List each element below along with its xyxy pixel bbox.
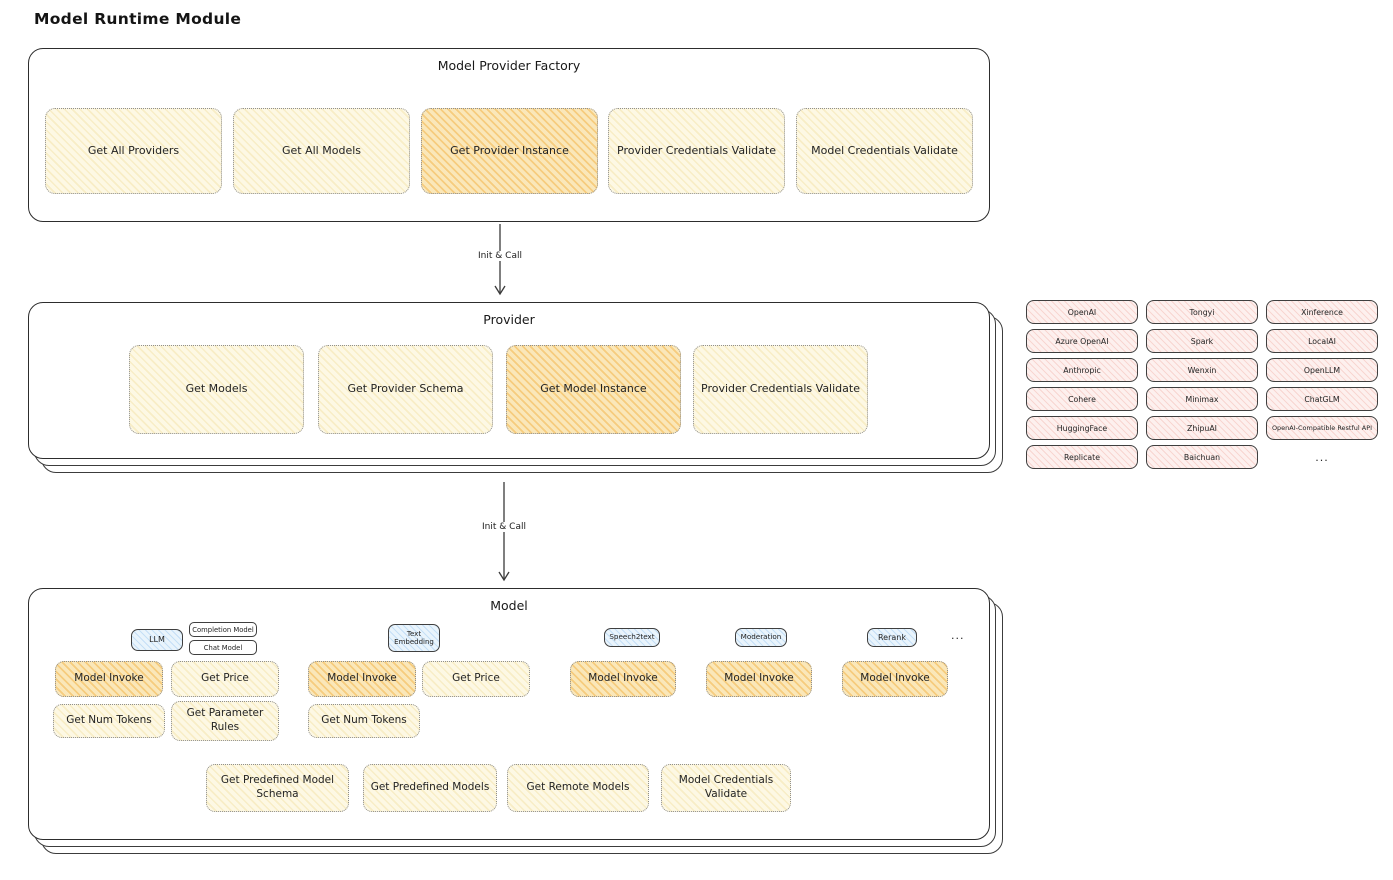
arrow-down-icon — [498, 482, 510, 582]
get-remote-models-button: Get Remote Models — [507, 764, 649, 812]
provider-chip: Azure OpenAI — [1026, 329, 1138, 353]
get-predefined-model-schema-button: Get Predefined Model Schema — [206, 764, 349, 812]
text-embedding-tag: Text Embedding — [388, 624, 440, 652]
get-all-providers-button: Get All Providers — [45, 108, 222, 194]
factory-box: Model Provider Factory Get All Providers… — [28, 48, 990, 222]
provider-chip: Tongyi — [1146, 300, 1258, 324]
provider-chip: Wenxin — [1146, 358, 1258, 382]
provider-chip: OpenLLM — [1266, 358, 1378, 382]
model-tags-ellipsis: ... — [951, 629, 965, 642]
llm-model-invoke-button: Model Invoke — [55, 661, 163, 697]
provider-chip: ChatGLM — [1266, 387, 1378, 411]
provider-list: OpenAI Tongyi Xinference Azure OpenAI Sp… — [1026, 300, 1378, 469]
completion-model-tag: Completion Model — [189, 622, 257, 637]
llm-tag: LLM — [131, 629, 183, 651]
get-models-button: Get Models — [129, 345, 304, 434]
text-embedding-model-invoke-button: Model Invoke — [308, 661, 416, 697]
moderation-tag: Moderation — [735, 628, 787, 647]
get-provider-instance-button: Get Provider Instance — [421, 108, 598, 194]
get-model-instance-button: Get Model Instance — [506, 345, 681, 434]
model-credentials-validate-button: Model Credentials Validate — [661, 764, 791, 812]
provider-credentials-validate-button: Provider Credentials Validate — [693, 345, 868, 434]
factory-title: Model Provider Factory — [437, 58, 581, 73]
model-credentials-validate-button: Model Credentials Validate — [796, 108, 973, 194]
provider-list-ellipsis: ... — [1315, 450, 1329, 464]
get-predefined-models-button: Get Predefined Models — [363, 764, 497, 812]
model-title: Model — [490, 598, 528, 613]
llm-get-price-button: Get Price — [171, 661, 279, 697]
get-all-models-button: Get All Models — [233, 108, 410, 194]
provider-chip: ZhipuAI — [1146, 416, 1258, 440]
provider-title: Provider — [483, 312, 535, 327]
model-box: Model LLM Completion Model Chat Model Te… — [28, 588, 990, 840]
provider-chip: Spark — [1146, 329, 1258, 353]
llm-get-num-tokens-button: Get Num Tokens — [53, 704, 165, 738]
moderation-model-invoke-button: Model Invoke — [706, 661, 812, 697]
provider-box: Provider Get Models Get Provider Schema … — [28, 302, 990, 459]
speech2text-model-invoke-button: Model Invoke — [570, 661, 676, 697]
get-provider-schema-button: Get Provider Schema — [318, 345, 493, 434]
chat-model-tag: Chat Model — [189, 640, 257, 655]
provider-chip: Baichuan — [1146, 445, 1258, 469]
init-call-label-2: Init & Call — [461, 522, 547, 532]
llm-get-parameter-rules-button: Get Parameter Rules — [171, 701, 279, 741]
provider-chip: LocalAI — [1266, 329, 1378, 353]
provider-chip: OpenAI — [1026, 300, 1138, 324]
provider-chip: HuggingFace — [1026, 416, 1138, 440]
provider-chip: Replicate — [1026, 445, 1138, 469]
init-call-label-1: Init & Call — [457, 251, 543, 261]
provider-credentials-validate-button: Provider Credentials Validate — [608, 108, 785, 194]
diagram-title: Model Runtime Module — [34, 10, 242, 28]
speech2text-tag: Speech2text — [604, 628, 660, 647]
text-embedding-get-num-tokens-button: Get Num Tokens — [308, 704, 420, 738]
provider-chip: Anthropic — [1026, 358, 1138, 382]
rerank-tag: Rerank — [867, 628, 917, 647]
rerank-model-invoke-button: Model Invoke — [842, 661, 948, 697]
provider-chip: OpenAI-Compatible Restful API — [1266, 416, 1378, 440]
provider-chip: Cohere — [1026, 387, 1138, 411]
provider-chip: Xinference — [1266, 300, 1378, 324]
provider-chip: Minimax — [1146, 387, 1258, 411]
text-embedding-get-price-button: Get Price — [422, 661, 530, 697]
